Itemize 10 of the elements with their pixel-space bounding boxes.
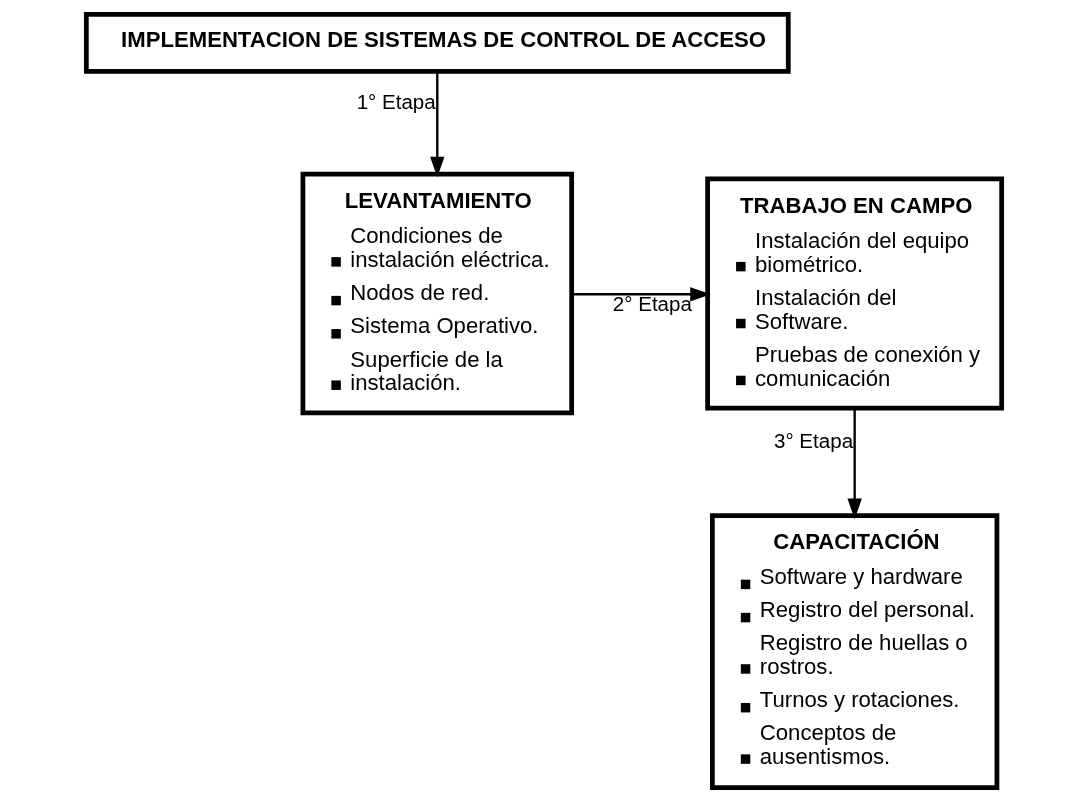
edge-label: 2° Etapa [612, 291, 692, 315]
node-box: IMPLEMENTACION DE SISTEMAS DE CONTROL DE ACCESO [83, 12, 791, 74]
arrow [572, 287, 711, 302]
node-box: LEVANTAMIENTO Condiciones de instalación eléctrica. Nodos de red. Sistema Operativo. Superficie de la instalación. [300, 171, 575, 416]
arrow [847, 408, 862, 520]
edge-label: 3° Etapa [774, 429, 854, 453]
node-box: CAPACITACIÓN Software y hardware Registro del personal. Registro de huellas o rostros. Turnos y rotaciones. Conceptos de ausentismos. [710, 513, 1000, 790]
node-box: TRABAJO EN CAMPO Instalación del equipo biométrico. Instalación del Software. Pruebas de conexión y comunicación [705, 176, 1005, 411]
edge-label: 1° Etapa [356, 90, 436, 114]
arrow [430, 71, 445, 178]
